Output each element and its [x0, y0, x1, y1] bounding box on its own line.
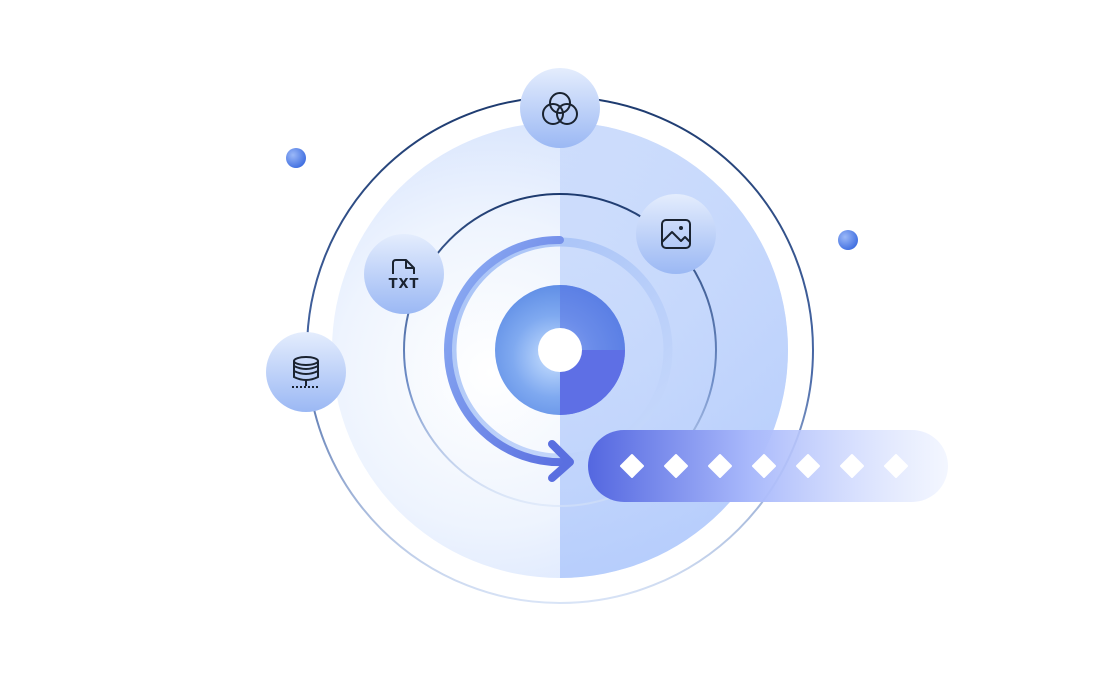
progress-dot	[884, 454, 908, 478]
progress-dot	[620, 454, 644, 478]
venn-node[interactable]	[520, 68, 600, 148]
progress-dot	[840, 454, 864, 478]
txt-node[interactable]: TXT	[364, 234, 444, 314]
core-donut	[495, 285, 625, 415]
progress-dot	[752, 454, 776, 478]
decor-dot-left	[286, 148, 306, 168]
rotation-arrow	[443, 235, 574, 482]
database-node[interactable]	[266, 332, 346, 412]
progress-dot	[664, 454, 688, 478]
image-icon	[661, 219, 691, 249]
database-icon	[292, 356, 320, 388]
progress-dots	[620, 454, 908, 478]
txt-file-label: TXT	[389, 277, 420, 292]
progress-dot	[708, 454, 732, 478]
image-node[interactable]	[636, 194, 716, 274]
decor-dot-right	[838, 230, 858, 250]
venn-diagram-icon	[542, 92, 578, 125]
progress-dot	[796, 454, 820, 478]
progress-bar	[588, 430, 948, 502]
txt-file-icon: TXT	[389, 259, 420, 292]
middle-orbit-ring	[403, 193, 717, 507]
